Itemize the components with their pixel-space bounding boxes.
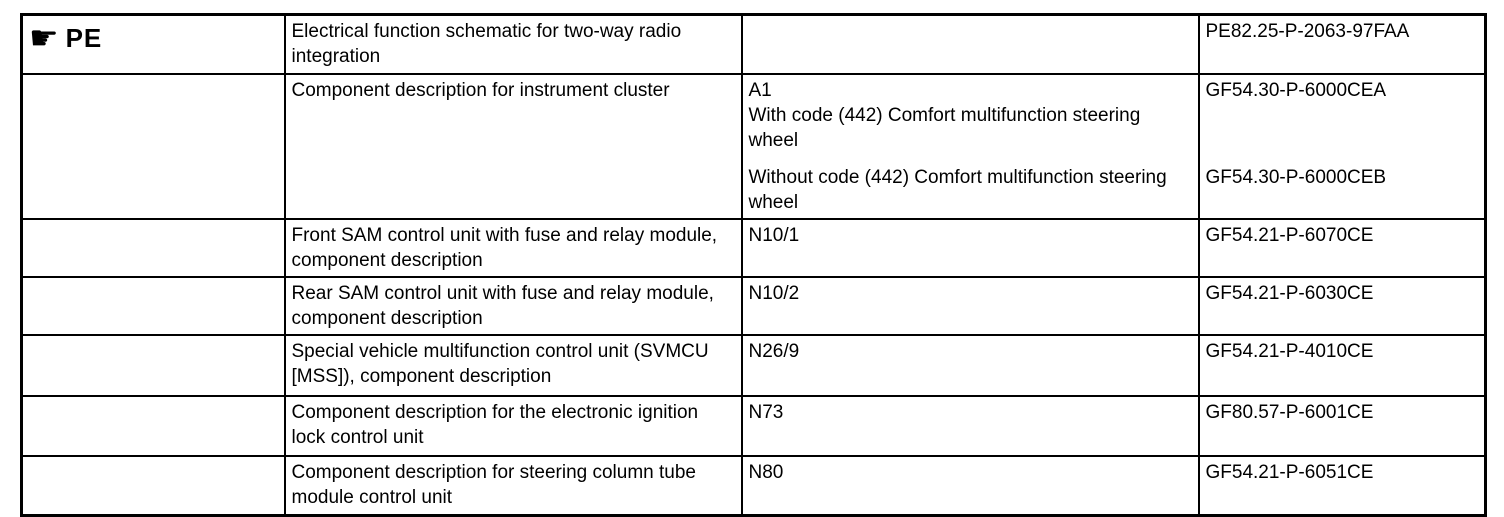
marker-cell	[20, 333, 286, 397]
description-text: Component description for the electronic…	[291, 401, 699, 448]
description-cell: Component description for the electronic…	[283, 394, 743, 457]
description-cell: Rear SAM control unit with fuse and rela…	[283, 275, 743, 336]
document-number[interactable]: GF80.57-P-6001CE	[1205, 401, 1374, 423]
document-reference-table: ☛ PE Electrical function schematic for t…	[20, 13, 1487, 517]
table-row[interactable]: Component description for the electronic…	[20, 394, 1487, 457]
description-cell: Component description for instrument clu…	[283, 72, 743, 220]
marker-label: PE	[65, 22, 103, 53]
document-number[interactable]: GF54.21-P-6030CE	[1205, 282, 1374, 304]
marker-cell	[20, 217, 286, 278]
component-cell	[740, 13, 1200, 75]
document-number[interactable]: GF54.30-P-6000CEB	[1205, 166, 1387, 188]
component-variant: With code (442) Comfort multifunction st…	[748, 104, 1141, 151]
component-variant: Without code (442) Comfort multifunction…	[748, 166, 1167, 213]
table-row[interactable]: ☛ PE Electrical function schematic for t…	[20, 13, 1487, 75]
document-cell: GF54.21-P-6051CE	[1197, 454, 1487, 517]
description-cell: Component description for steering colum…	[283, 454, 743, 517]
component-cell: Without code (442) Comfort multifunction…	[740, 161, 1200, 220]
marker-cell	[20, 454, 286, 517]
document-cell: GF80.57-P-6001CE	[1197, 394, 1487, 457]
component-cell: N26/9	[740, 333, 1200, 397]
pointing-hand-icon: ☛	[29, 18, 59, 57]
component-text: N10/1	[748, 224, 800, 246]
marker-cell	[20, 72, 286, 220]
component-cell: N73	[740, 394, 1200, 457]
document-cell: GF54.21-P-6030CE	[1197, 275, 1487, 336]
document-number[interactable]: PE82.25-P-2063-97FAA	[1205, 21, 1410, 42]
description-cell: Special vehicle multifunction control un…	[283, 333, 743, 397]
description-cell: Electrical function schematic for two-wa…	[283, 13, 743, 75]
marker-cell	[20, 275, 286, 336]
component-cell: N10/2	[740, 275, 1200, 336]
description-cell: Front SAM control unit with fuse and rel…	[283, 217, 743, 278]
description-text: Component description for instrument clu…	[291, 79, 670, 101]
description-text: Front SAM control unit with fuse and rel…	[291, 224, 718, 271]
table-row[interactable]: Special vehicle multifunction control un…	[20, 333, 1487, 397]
document-cell: GF54.21-P-4010CE	[1197, 333, 1487, 397]
component-cell: N10/1	[740, 217, 1200, 278]
component-text: N10/2	[748, 282, 800, 304]
component-code: A1	[748, 79, 772, 101]
table-row[interactable]: Rear SAM control unit with fuse and rela…	[20, 275, 1487, 336]
table-row[interactable]: Component description for instrument clu…	[20, 72, 1487, 220]
component-text: N73	[748, 401, 784, 423]
marker-cell	[20, 394, 286, 457]
description-text: Electrical function schematic for two-wa…	[291, 21, 682, 67]
description-text: Component description for steering colum…	[291, 461, 697, 508]
document-number[interactable]: GF54.30-P-6000CEA	[1205, 79, 1387, 101]
description-text: Special vehicle multifunction control un…	[291, 340, 709, 387]
description-text: Rear SAM control unit with fuse and rela…	[291, 282, 714, 329]
document-cell: GF54.30-P-6000CEB	[1197, 161, 1487, 220]
component-cell: A1 With code (442) Comfort multifunction…	[740, 72, 1200, 162]
document-cell: GF54.30-P-6000CEA	[1197, 72, 1487, 162]
table-subrow[interactable]: Without code (442) Comfort multifunction…	[22, 161, 1487, 220]
component-text: N26/9	[748, 340, 800, 362]
component-cell: N80	[740, 454, 1200, 517]
document-cell: PE82.25-P-2063-97FAA	[1197, 13, 1487, 75]
table-row[interactable]: Front SAM control unit with fuse and rel…	[20, 217, 1487, 278]
component-text: N80	[748, 461, 784, 483]
document-number[interactable]: GF54.21-P-6051CE	[1205, 461, 1374, 483]
document-number[interactable]: GF54.21-P-6070CE	[1205, 224, 1374, 246]
document-number[interactable]: GF54.21-P-4010CE	[1205, 340, 1374, 362]
document-cell: GF54.21-P-6070CE	[1197, 217, 1487, 278]
table-row[interactable]: Component description for steering colum…	[20, 454, 1487, 517]
marker-cell[interactable]: ☛ PE	[20, 13, 286, 75]
